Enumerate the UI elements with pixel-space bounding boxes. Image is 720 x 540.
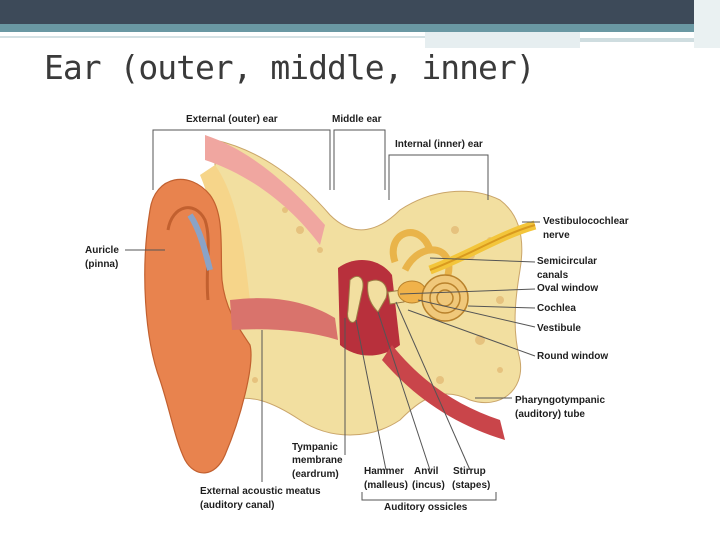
tympanic-cavity (338, 260, 400, 356)
label-external-ear: External (outer) ear (186, 114, 278, 125)
label-vestibulocochlear-sub: nerve (543, 230, 570, 241)
label-tympanic: Tympanic (292, 442, 338, 453)
cochlea (422, 275, 468, 321)
label-vestibule: Vestibule (537, 323, 581, 334)
label-pharyngotympanic-sub: (auditory) tube (515, 409, 585, 420)
label-hammer-sub: (malleus) (364, 480, 408, 491)
label-tympanic-3: (eardrum) (292, 469, 339, 480)
label-anvil: Anvil (414, 466, 439, 477)
label-semicircular: Semicircular (537, 256, 597, 267)
label-middle-ear: Middle ear (332, 114, 382, 125)
label-auditory-ossicles: Auditory ossicles (384, 502, 468, 513)
label-external-meatus: External acoustic meatus (200, 486, 321, 497)
label-semicircular-sub: canals (537, 270, 569, 281)
label-stirrup-sub: (stapes) (452, 480, 490, 491)
label-hammer: Hammer (364, 466, 404, 477)
label-anvil-sub: (incus) (412, 480, 445, 491)
label-auricle: Auricle (85, 245, 119, 256)
label-round-window: Round window (537, 351, 608, 362)
label-auricle-sub: (pinna) (85, 259, 118, 270)
label-internal-ear: Internal (inner) ear (395, 139, 483, 150)
label-oval-window: Oval window (537, 283, 598, 294)
label-stirrup: Stirrup (453, 466, 486, 477)
label-vestibulocochlear: Vestibulocochlear (543, 216, 629, 227)
label-external-meatus-sub: (auditory canal) (200, 500, 274, 511)
label-cochlea: Cochlea (537, 303, 576, 314)
label-pharyngotympanic: Pharyngotympanic (515, 395, 605, 406)
label-tympanic-2: membrane (292, 455, 343, 466)
